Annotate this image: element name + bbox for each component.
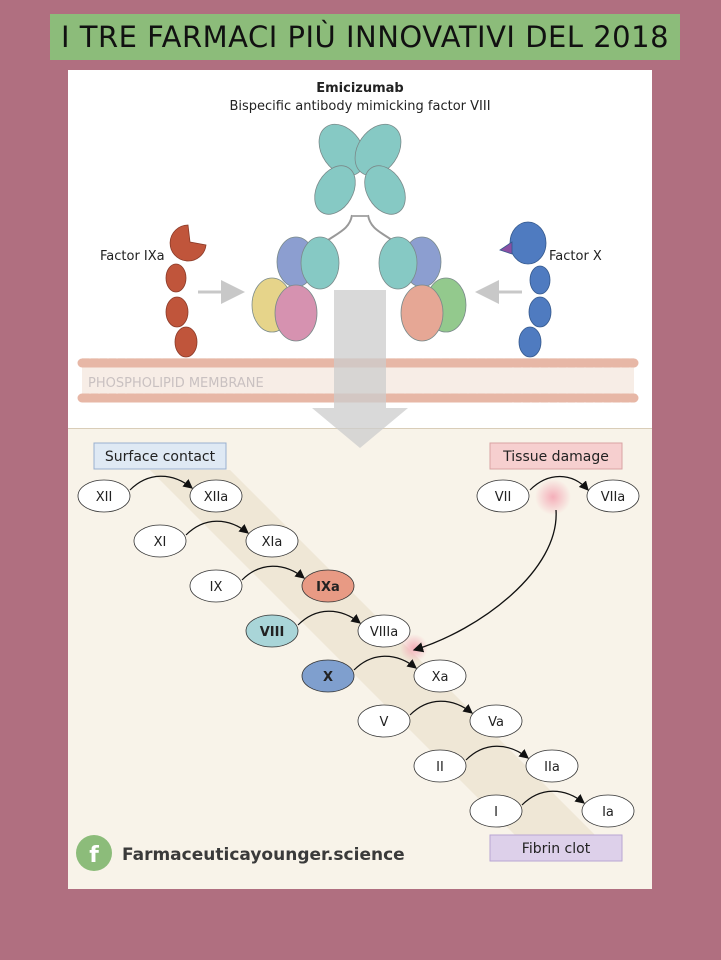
emicizumab-antibody bbox=[251, 123, 467, 342]
factor-x-protein bbox=[499, 221, 552, 358]
site-link[interactable]: Farmaceuticayounger.science bbox=[122, 845, 405, 865]
node-VIIa bbox=[586, 479, 640, 513]
node-X-label: X bbox=[323, 670, 333, 685]
node-IXa-label: IXa bbox=[316, 580, 340, 595]
surface-contact-label: Surface contact bbox=[105, 449, 216, 465]
node-Xa-label: Xa bbox=[432, 670, 449, 685]
node-XII-label: XII bbox=[96, 490, 113, 505]
node-IX-label: IX bbox=[210, 580, 223, 595]
node-Ia-label: Ia bbox=[602, 805, 614, 820]
node-V bbox=[357, 704, 411, 738]
downward-arrow bbox=[312, 290, 408, 448]
node-IXa bbox=[301, 569, 355, 603]
node-II bbox=[413, 749, 467, 783]
surface-contact-box bbox=[93, 442, 227, 470]
drug-description: Bispecific antibody mimicking factor VII… bbox=[229, 99, 490, 114]
node-II-label: II bbox=[436, 760, 444, 775]
facebook-icon-glyph: f bbox=[89, 843, 99, 868]
facebook-icon[interactable] bbox=[76, 835, 112, 871]
membrane-label: PHOSPHOLIPID MEMBRANE bbox=[88, 376, 264, 391]
node-I bbox=[469, 794, 523, 828]
node-VII bbox=[476, 479, 530, 513]
activation-arrow bbox=[521, 790, 585, 806]
factor-x-label: Factor X bbox=[549, 249, 602, 264]
node-Va-label: Va bbox=[488, 715, 504, 730]
activation-arrow bbox=[185, 520, 249, 536]
node-VIIIa bbox=[357, 614, 411, 648]
node-VIIa-label: VIIa bbox=[601, 490, 626, 505]
fibrin-clot-label: Fibrin clot bbox=[522, 841, 591, 857]
node-VIII-label: VIII bbox=[260, 625, 285, 640]
node-VIII bbox=[245, 614, 299, 648]
activation-arrow bbox=[297, 610, 361, 626]
factor-ixa-label: Factor IXa bbox=[100, 249, 165, 264]
node-XI bbox=[133, 524, 187, 558]
cascade-band bbox=[150, 470, 600, 840]
node-XIa-label: XIa bbox=[262, 535, 283, 550]
node-Ia bbox=[581, 794, 635, 828]
activation-arrow bbox=[353, 655, 417, 671]
node-XIa bbox=[245, 524, 299, 558]
node-VII-label: VII bbox=[495, 490, 512, 505]
title-banner: I TRE FARMACI PIÙ INNOVATIVI DEL 2018 bbox=[50, 14, 680, 60]
activation-arrow bbox=[129, 475, 193, 491]
node-XI-label: XI bbox=[154, 535, 167, 550]
node-IIa-label: IIa bbox=[544, 760, 560, 775]
activation-arrow bbox=[409, 700, 473, 716]
node-XIIa-label: XIIa bbox=[204, 490, 229, 505]
node-X bbox=[301, 659, 355, 693]
node-I-label: I bbox=[494, 805, 498, 820]
node-XII bbox=[77, 479, 131, 513]
tissue-factor-pathway: VII VIIa bbox=[400, 476, 640, 662]
drug-name: Emicizumab bbox=[316, 81, 404, 96]
node-VIIIa-label: VIIIa bbox=[370, 625, 398, 640]
banner-title: I TRE FARMACI PIÙ INNOVATIVI DEL 2018 bbox=[60, 20, 670, 54]
activation-arrow bbox=[465, 745, 529, 761]
node-IX bbox=[189, 569, 243, 603]
tissue-damage-label: Tissue damage bbox=[502, 449, 609, 465]
factor-ixa-protein bbox=[165, 224, 207, 358]
node-Xa bbox=[413, 659, 467, 693]
tissue-damage-box bbox=[489, 442, 623, 470]
node-Va bbox=[469, 704, 523, 738]
footer: f Farmaceuticayounger.science bbox=[76, 835, 405, 871]
node-XIIa bbox=[189, 479, 243, 513]
node-IIa bbox=[525, 749, 579, 783]
node-V-label: V bbox=[380, 715, 389, 730]
fibrin-clot-box bbox=[489, 834, 623, 862]
activation-arrow bbox=[241, 565, 305, 581]
